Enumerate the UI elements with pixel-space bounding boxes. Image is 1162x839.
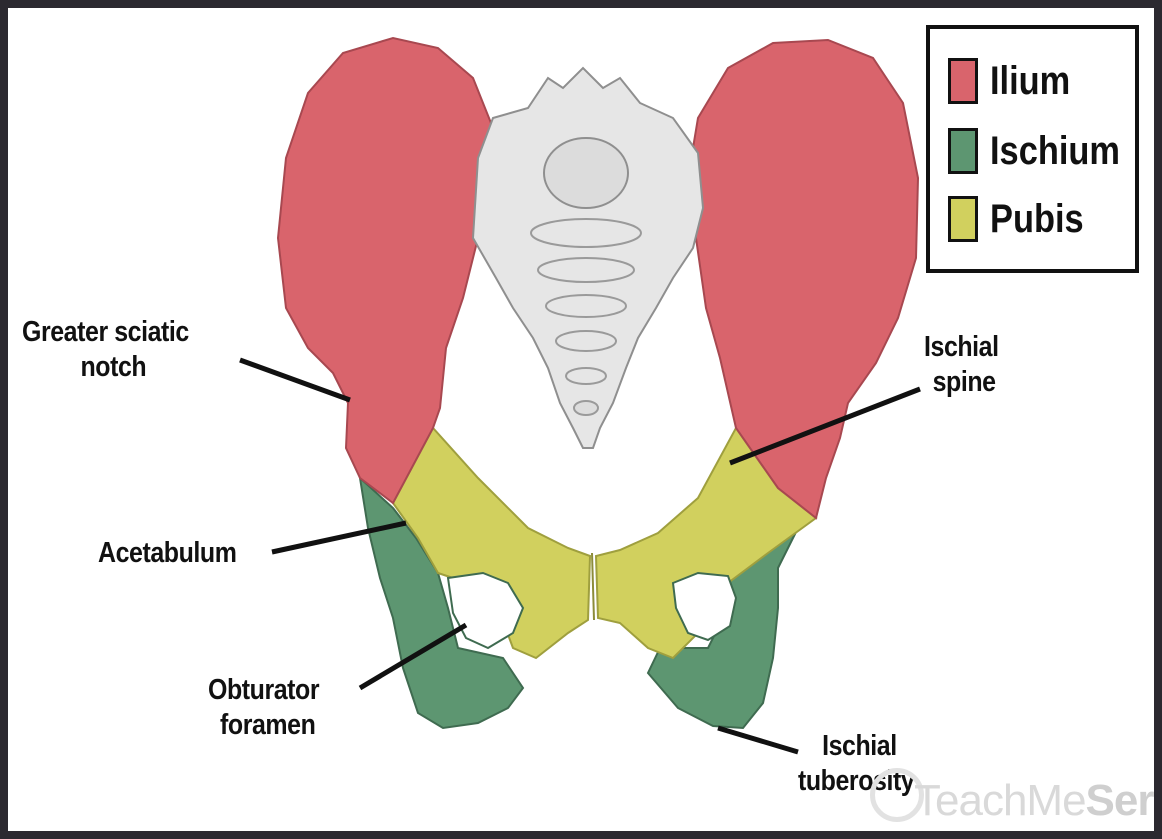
legend-swatch-pubis <box>948 196 978 242</box>
label-greater-sciatic-notch: Greater sciatic notch <box>22 315 189 385</box>
watermark: TeachMeSeries <box>914 776 1154 826</box>
label-line: notch <box>22 350 189 385</box>
watermark-prefix: Teach <box>914 776 1026 825</box>
legend-item-ischium: Ischium <box>948 125 1141 177</box>
label-obturator-foramen: Obturator foramen <box>208 673 319 743</box>
label-line: spine <box>924 365 999 400</box>
label-ischial-spine: Ischial spine <box>924 330 999 400</box>
diagram-canvas: Greater sciatic notch Ischial spine Acet… <box>8 8 1154 831</box>
label-line: foramen <box>208 708 319 743</box>
legend-swatch-ilium <box>948 58 978 104</box>
label-line: Ischial <box>798 729 914 764</box>
sacrum <box>473 68 703 448</box>
label-line: Ischial <box>924 330 999 365</box>
label-line: Acetabulum <box>98 536 236 571</box>
pubic-symphysis <box>592 553 594 620</box>
left-ilium <box>278 38 493 503</box>
legend-swatch-ischium <box>948 128 978 174</box>
legend-label: Ilium <box>990 59 1070 104</box>
pointer-ischial-tuberosity <box>718 728 798 752</box>
watermark-middle: Me <box>1026 776 1085 825</box>
legend-label: Pubis <box>990 197 1084 242</box>
right-ilium <box>688 40 918 518</box>
coccyx-segment <box>574 401 598 415</box>
legend-item-pubis: Pubis <box>948 193 1099 245</box>
label-line: Obturator <box>208 673 319 708</box>
label-acetabulum: Acetabulum <box>98 536 236 571</box>
legend: Ilium Ischium Pubis <box>926 25 1139 273</box>
sacrum-promontory <box>544 138 628 208</box>
label-line: Greater sciatic <box>22 315 189 350</box>
legend-item-ilium: Ilium <box>948 55 1083 107</box>
legend-label: Ischium <box>990 129 1120 174</box>
watermark-suffix: Series <box>1086 776 1154 825</box>
